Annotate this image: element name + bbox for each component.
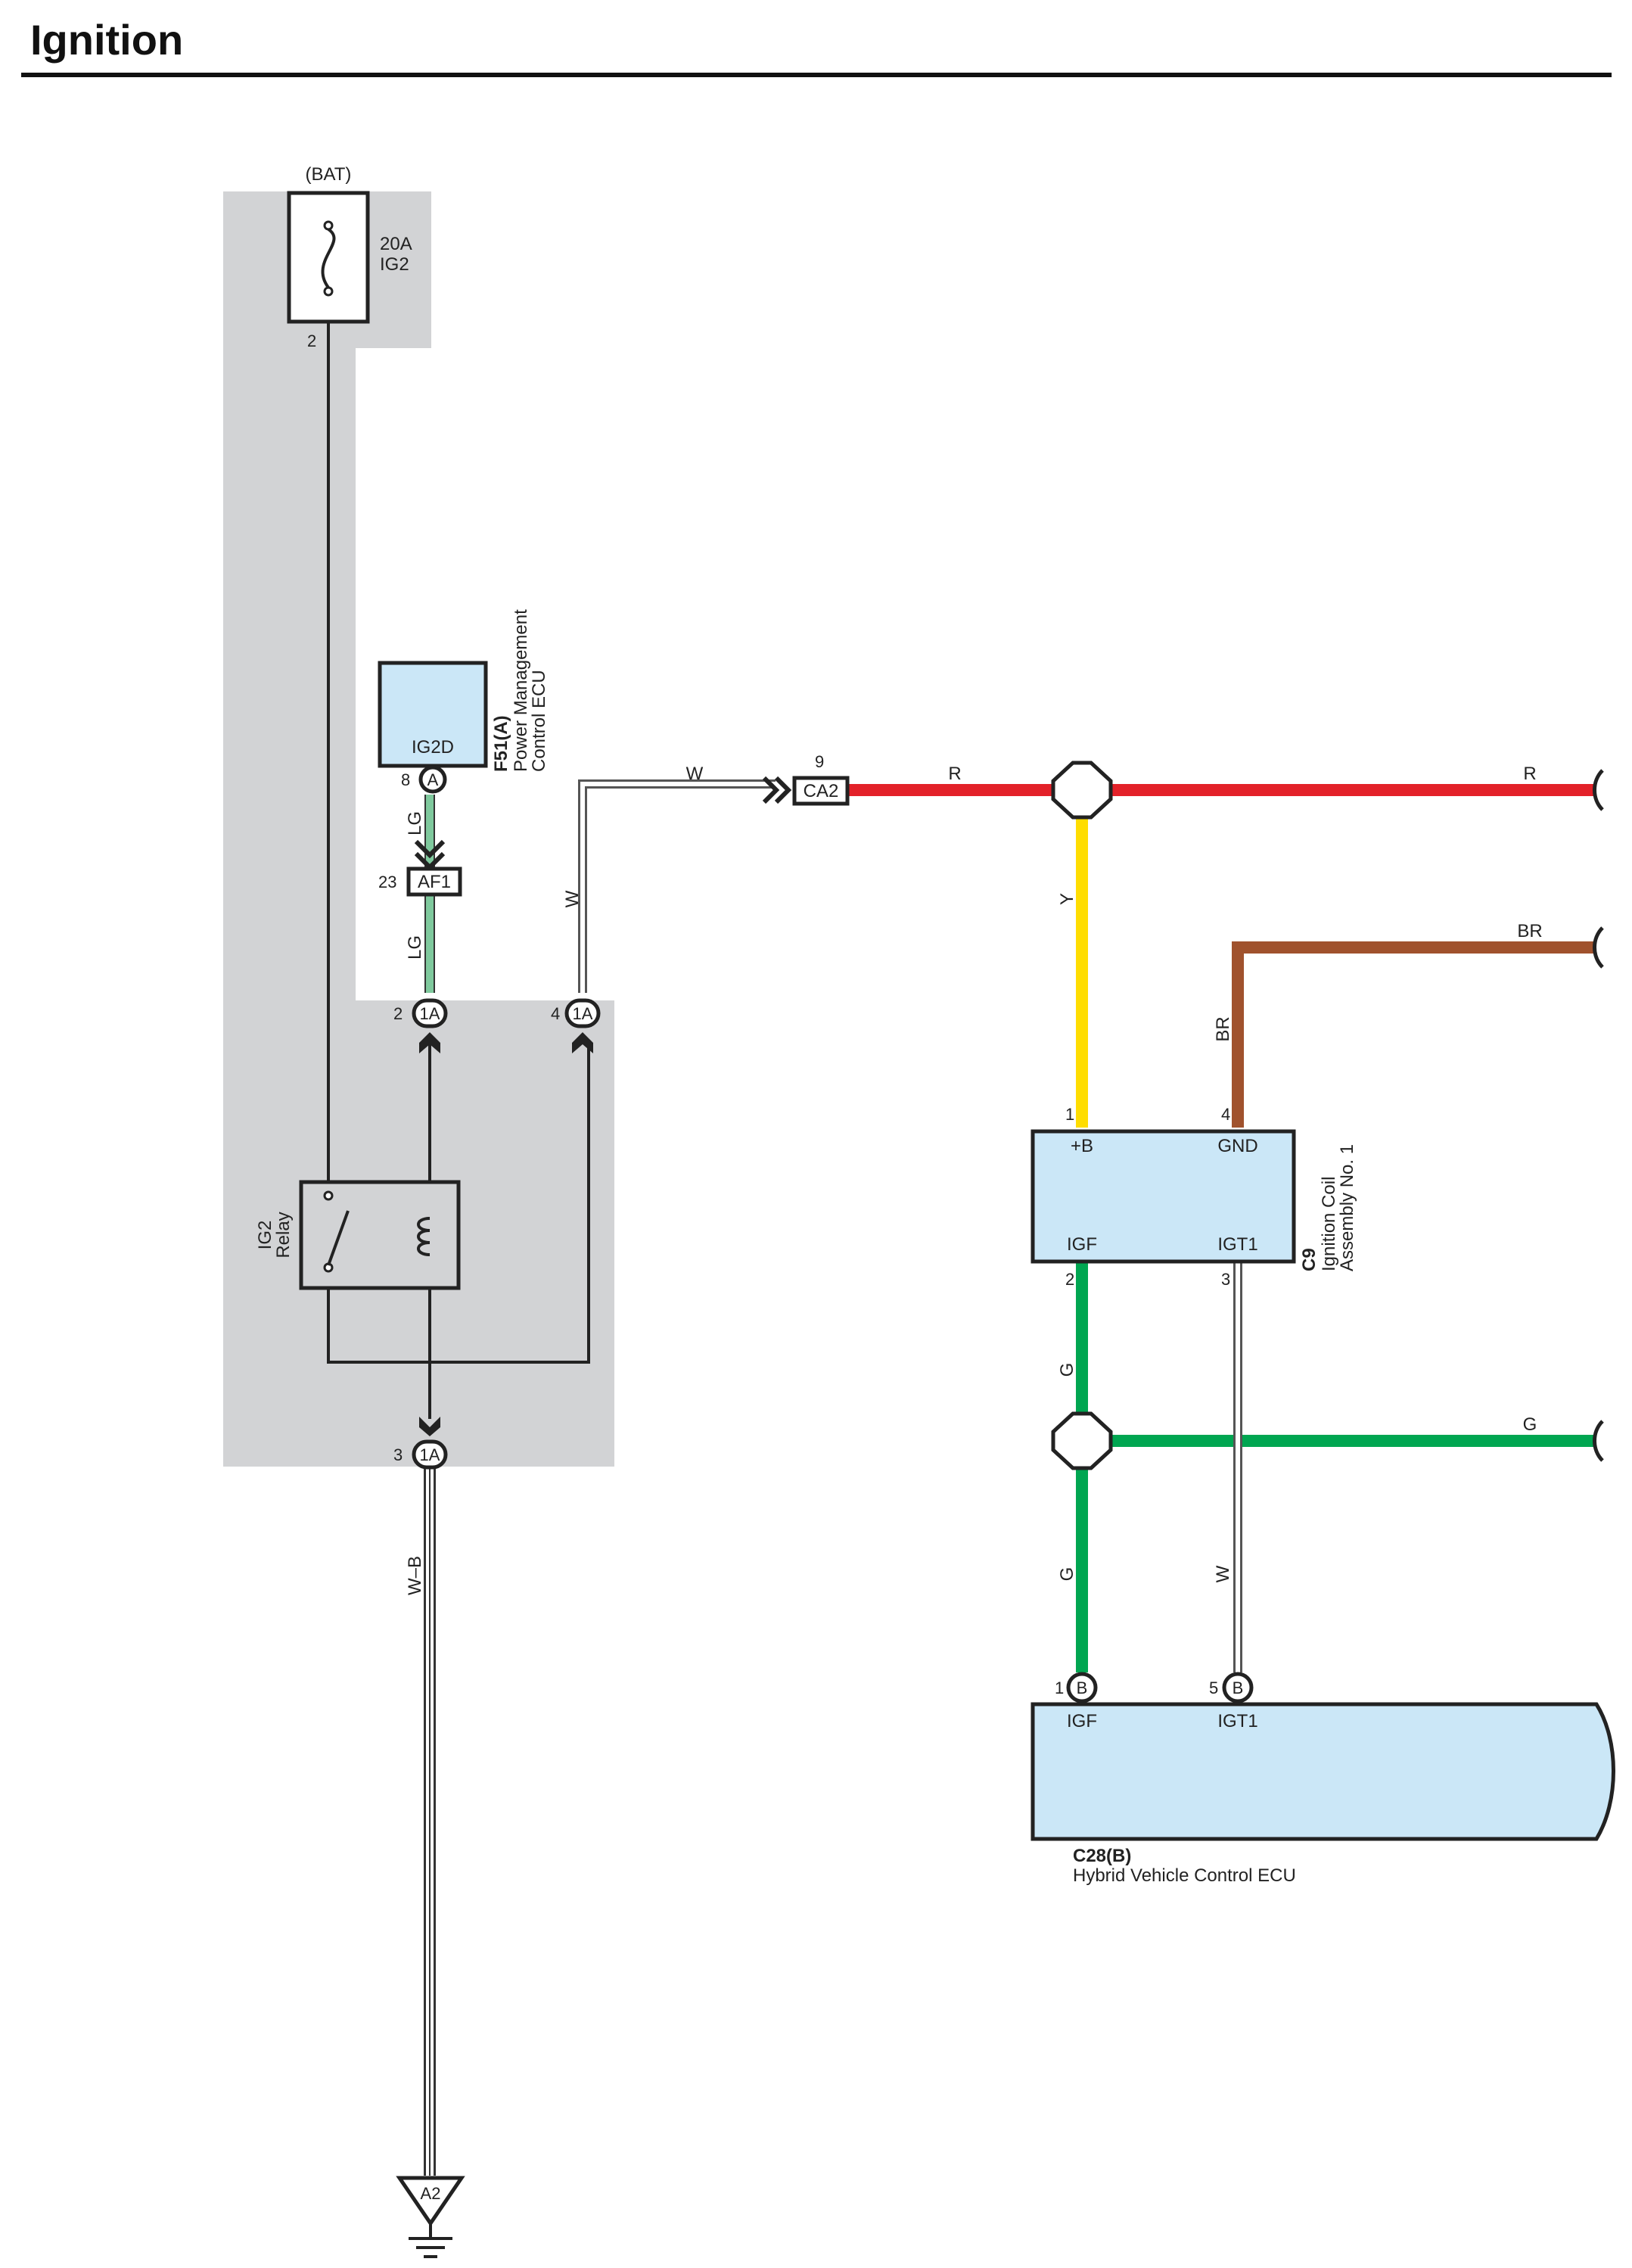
wire-label-w-vertical: W — [562, 890, 583, 907]
connector-ca2-box — [792, 776, 850, 806]
pm-ecu-terminal: IG2D — [412, 737, 454, 758]
coil-terminal-gnd: GND — [1217, 1136, 1257, 1156]
ignition-coil-box — [1030, 1129, 1296, 1264]
pm-ecu-name-line2: Control ECU — [529, 670, 549, 772]
relay-name-line2: Relay — [273, 1212, 294, 1258]
pm-ecu-pin-number: 8 — [401, 770, 410, 789]
coil-pin-igf: 2 — [1065, 1270, 1074, 1289]
coil-pin-gnd: 4 — [1221, 1105, 1230, 1124]
fuse-20a-ig2 — [287, 191, 370, 324]
connector-1a-pin4 — [564, 998, 601, 1028]
j1a2-pin: 2 — [393, 1004, 403, 1023]
ground-label: A2 — [421, 2184, 441, 2203]
fuse-name-label: IG2 — [380, 254, 409, 275]
hv-ecu-terminal-igf: IGF — [1067, 1711, 1097, 1731]
pm-ecu-box — [378, 661, 488, 768]
relay-name-line1: IG2 — [255, 1221, 275, 1250]
page-title: Ignition — [30, 16, 184, 64]
coil-code: C9 — [1299, 1248, 1320, 1271]
connector-af1-box — [406, 866, 462, 897]
fuse-source-label: (BAT) — [306, 164, 352, 185]
title-rule — [21, 73, 1612, 77]
relay-coil-icon — [417, 1217, 431, 1256]
pm-ecu-code: F51(A) — [491, 715, 511, 772]
fuse-rating-label: 20A — [380, 234, 412, 254]
wire-label-r-right: R — [1523, 764, 1536, 784]
wire-label-w-horizontal: W — [686, 764, 704, 784]
connector-1a-pin3 — [412, 1439, 448, 1470]
wire-w-to-ca2 — [578, 779, 776, 993]
hv-ecu-pin1-circle — [1066, 1672, 1098, 1703]
ca2-pin: 9 — [815, 752, 824, 771]
j1a3-label: 1A — [420, 1445, 440, 1464]
wire-label-br-horizontal: BR — [1517, 921, 1542, 941]
af1-pin: 23 — [378, 873, 396, 891]
pm-ecu-pin-circle — [418, 765, 447, 794]
j1a3-pin: 3 — [393, 1445, 403, 1464]
wire-label-g-lower: G — [1057, 1567, 1077, 1582]
arrow-1a-pin3 — [419, 1417, 440, 1436]
arrow-1a-pin2 — [419, 1032, 440, 1053]
wire-label-w-igt1: W — [1213, 1565, 1233, 1582]
arrow-1a-pin4 — [572, 1032, 593, 1053]
ground-a2 — [396, 2176, 465, 2258]
wire-label-lg-upper: LG — [405, 811, 425, 835]
pm-ecu-name-line1: Power Management — [511, 609, 531, 772]
coil-pin-igt1: 3 — [1221, 1270, 1230, 1289]
wire-label-r-left: R — [948, 764, 961, 784]
hv-ecu-pin-igf: 1 — [1055, 1678, 1064, 1697]
wire-br — [1232, 941, 1596, 1128]
wire-label-g-horizontal: G — [1523, 1414, 1537, 1435]
coil-name-line2: Assembly No. 1 — [1337, 1144, 1357, 1271]
hv-ecu-pin-igt1: 5 — [1209, 1678, 1218, 1697]
hv-ecu-pin-connector-5: B — [1233, 1678, 1244, 1697]
wire-label-y: Y — [1057, 893, 1077, 905]
ca2-label: CA2 — [804, 781, 839, 801]
j1a4-pin: 4 — [551, 1004, 560, 1023]
wire-label-wb: W–B — [405, 1556, 425, 1595]
coil-pin-b: 1 — [1065, 1105, 1074, 1124]
fuse-pin-label: 2 — [307, 331, 316, 350]
coil-terminal-b: +B — [1071, 1136, 1093, 1156]
af1-label: AF1 — [418, 872, 451, 892]
ig2-relay — [299, 1180, 461, 1290]
hv-ecu-code: C28(B) — [1073, 1846, 1131, 1866]
hv-ecu-name: Hybrid Vehicle Control ECU — [1073, 1865, 1296, 1886]
wire-label-lg-lower: LG — [405, 935, 425, 960]
ca2-chevron-icon — [762, 776, 792, 804]
relay-block-background — [223, 191, 614, 1467]
hv-ecu-pin-connector-1: B — [1077, 1678, 1088, 1697]
coil-name-line1: Ignition Coil — [1319, 1177, 1339, 1271]
hv-ecu-terminal-igt1: IGT1 — [1217, 1711, 1257, 1731]
j1a4-label: 1A — [573, 1004, 593, 1023]
junction-g — [1051, 1411, 1113, 1470]
coil-terminal-igf: IGF — [1067, 1234, 1097, 1255]
hv-ecu-pin5-circle — [1222, 1672, 1254, 1703]
hv-ecu-box — [1030, 1702, 1615, 1841]
connector-1a-pin2 — [412, 998, 448, 1028]
coil-terminal-igt1: IGT1 — [1217, 1234, 1257, 1255]
wire-break-br — [1593, 926, 1604, 969]
j1a2-label: 1A — [420, 1004, 440, 1023]
wire-break-g — [1593, 1420, 1604, 1462]
junction-r-y — [1051, 761, 1113, 820]
wire-break-r — [1593, 769, 1604, 811]
wire-relay-switch-to-pin4 — [327, 1041, 590, 1364]
pm-ecu-pin-connector: A — [427, 770, 439, 789]
wire-label-br-vertical: BR — [1213, 1016, 1233, 1041]
wire-label-g-upper: G — [1057, 1363, 1077, 1377]
